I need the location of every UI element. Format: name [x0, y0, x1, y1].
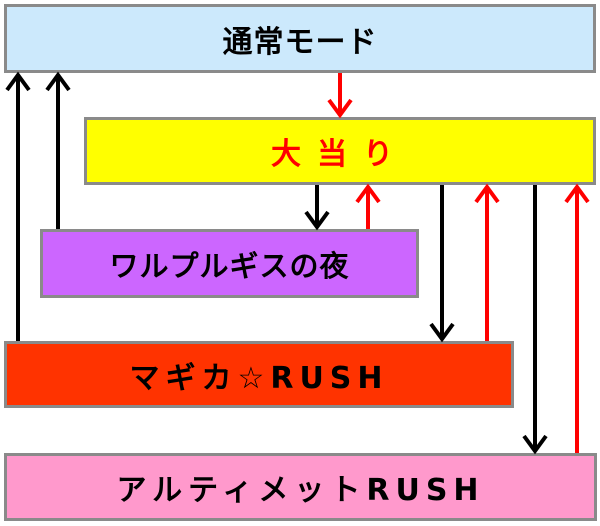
node-magica-rush: マギカ☆RUSH [4, 341, 514, 408]
node-walpurgis-night: ワルプルギスの夜 [40, 229, 419, 298]
edge-arrow-bonus-to-walpurgis [304, 185, 330, 231]
node-label: 通常モード [222, 24, 378, 60]
node-label: マギカ☆RUSH [129, 360, 389, 396]
arrowhead-icon [304, 210, 330, 231]
edge-arrow-bonus-to-ultimate [522, 185, 548, 455]
node-label: アルティメットRUSH [116, 473, 485, 508]
arrowhead-icon [522, 434, 548, 455]
edge-arrow-magica-to-normal [5, 71, 31, 341]
arrowhead-icon [45, 71, 71, 92]
node-label: ワルプルギスの夜 [109, 248, 350, 283]
edge-arrow-walpurgis-to-normal [45, 71, 71, 229]
arrowhead-icon [355, 183, 381, 204]
arrowhead-icon [429, 322, 455, 343]
node-ultimate-rush: アルティメットRUSH [4, 453, 597, 521]
edge-arrow-bonus-to-magica [429, 185, 455, 343]
arrowhead-icon [474, 183, 500, 204]
arrowhead-icon [5, 71, 31, 92]
edge-arrow-ultimate-to-bonus [564, 183, 590, 453]
edge-arrow-magica-to-bonus [474, 183, 500, 341]
edge-arrow-normal-to-bonus [327, 73, 353, 119]
node-label: 大当り [271, 137, 409, 172]
node-big-bonus: 大当り [84, 117, 596, 185]
arrowhead-icon [327, 98, 353, 119]
edge-arrow-walpurgis-to-bonus [355, 183, 381, 229]
node-normal-mode: 通常モード [4, 4, 596, 73]
arrowhead-icon [564, 183, 590, 204]
